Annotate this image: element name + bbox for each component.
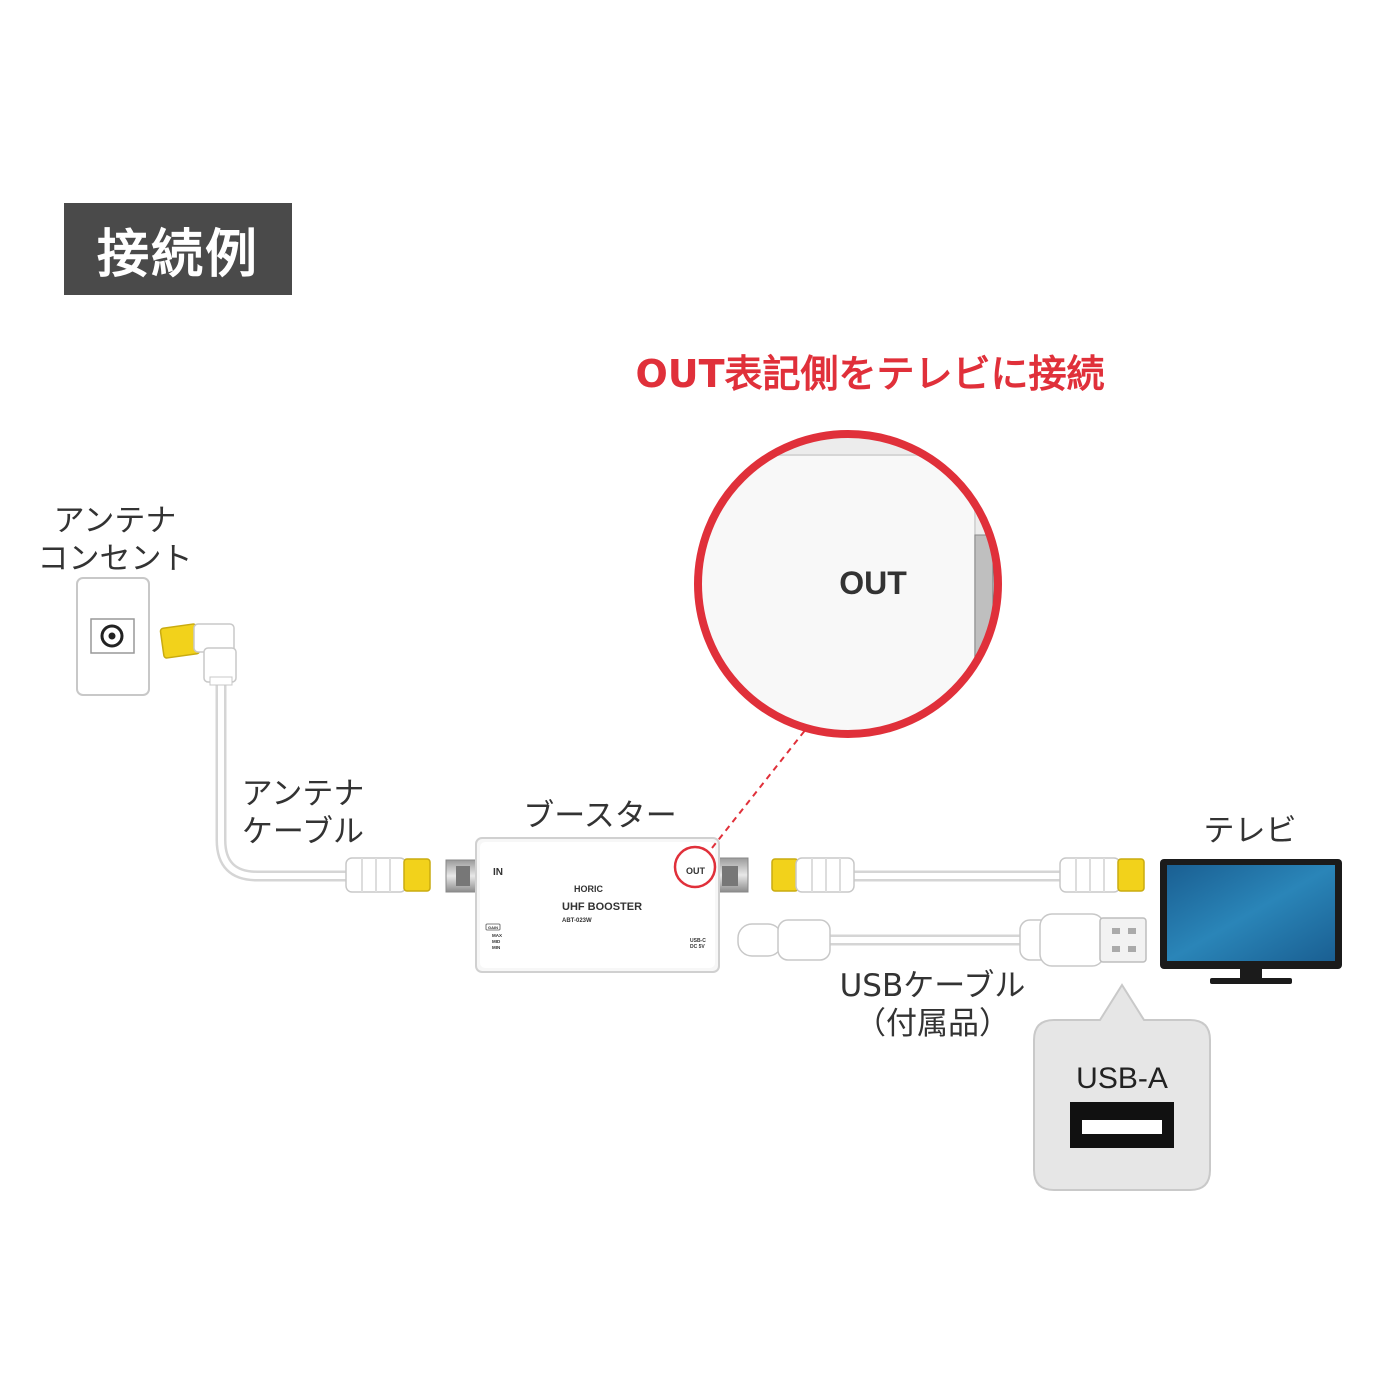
booster-device: IN OUT HORIC UHF BOOSTER ABT-023W GAIN M… [445, 837, 749, 973]
zoom-leader-line [711, 723, 811, 849]
gain-level-mid: MID [492, 939, 501, 944]
antenna-outlet-label: アンテナ コンセント [37, 503, 193, 577]
booster-out-label: OUT [686, 866, 706, 876]
usb-cable [737, 913, 1147, 967]
booster-brand: HORIC [574, 884, 604, 894]
page-title: 接続例 [64, 203, 292, 295]
zoom-detail: OUT [694, 430, 1002, 738]
usb-a-plug [1099, 917, 1147, 963]
page-title-text: 接続例 [96, 224, 259, 285]
usb-c-plug [737, 923, 783, 957]
tv-label: テレビ [1203, 813, 1297, 849]
usb-a-label: USB-A [1076, 1062, 1168, 1095]
antenna-cable-label: アンテナ ケーブル [241, 776, 365, 850]
usb-a-bubble: USB-A [1033, 983, 1211, 1191]
callout-text: OUT表記側をテレビに接続 [635, 352, 1105, 396]
booster-model: ABT-023W [562, 918, 592, 924]
power-port-label: USB-C [690, 938, 706, 944]
gain-level-min: MIN [492, 945, 500, 950]
out-highlight-circle [673, 845, 717, 889]
antenna-cable [159, 623, 431, 893]
zoom-out-label: OUT [839, 565, 907, 601]
power-port-voltage: DC 5V [690, 944, 705, 950]
gain-label: GAIN [488, 925, 498, 930]
booster-name: UHF BOOSTER [562, 901, 642, 913]
usb-cable-label: USBケーブル （付属品） [839, 968, 1026, 1042]
booster-label: ブースター [523, 798, 677, 834]
tv-antenna-cable [771, 857, 1145, 893]
antenna-outlet [76, 577, 150, 696]
booster-in-label: IN [493, 867, 503, 878]
gain-level-max: MAX [492, 933, 502, 938]
tv-icon [1160, 859, 1342, 984]
